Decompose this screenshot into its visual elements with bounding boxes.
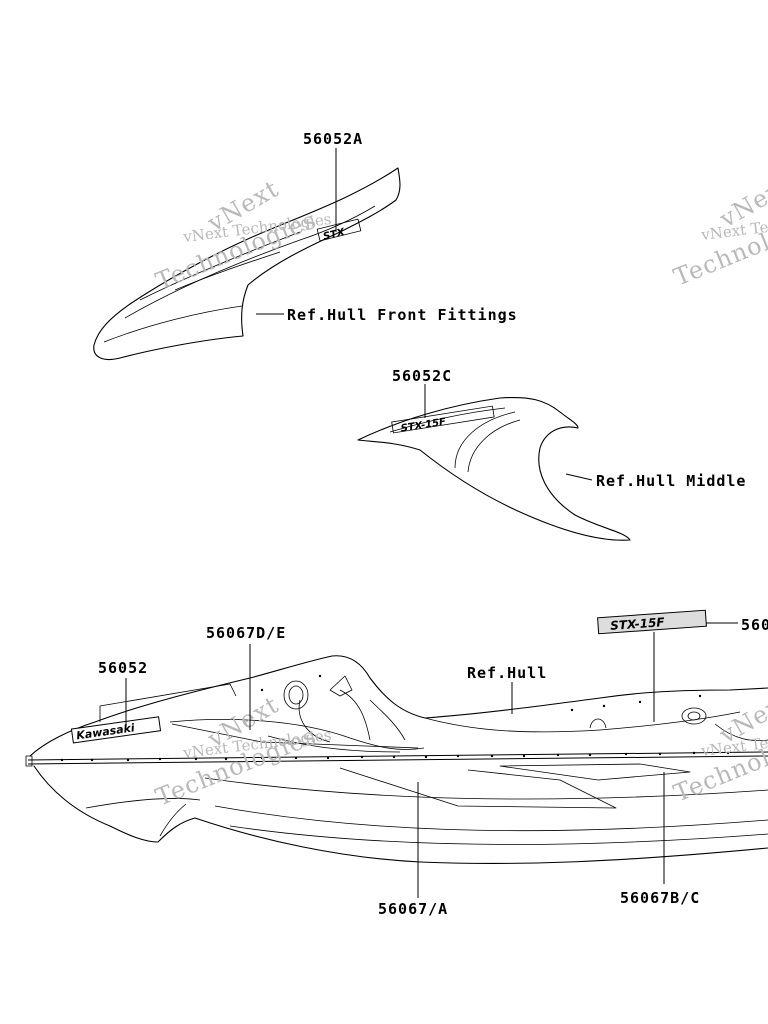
callout-56067A: 56067/A: [378, 900, 448, 918]
hull-middle-cover: STX-15F: [357, 397, 631, 541]
ref-hull: Ref.Hull: [467, 664, 547, 682]
callout-56052A: 56052A: [303, 130, 363, 148]
rail-rivets: [60, 674, 730, 762]
leader-lines: [125, 148, 738, 898]
stx-decal-text: STX-15F: [610, 615, 666, 633]
kawasaki-decal: Kawasaki: [70, 716, 162, 744]
callout-5606-cut: 5606: [741, 616, 768, 634]
ref-hull-middle: Ref.Hull Middle: [596, 472, 746, 490]
callout-56067BC: 56067B/C: [620, 889, 700, 907]
stx-decal: STX-15F: [597, 609, 707, 635]
kawasaki-decal-text: Kawasaki: [76, 721, 136, 742]
leader-ref-middle: [565, 473, 593, 481]
callout-56052C: 56052C: [392, 367, 452, 385]
stx-badge-small: STX: [322, 227, 347, 243]
callout-labels: 56052A Ref.Hull Front Fittings 56052C Re…: [98, 130, 768, 918]
ref-hull-front-fittings: Ref.Hull Front Fittings: [287, 306, 518, 324]
front-fittings-cover: STX: [93, 167, 401, 361]
callout-56067DE: 56067D/E: [206, 624, 286, 642]
main-hull: Kawasaki STX-15F: [25, 609, 768, 865]
callout-56052: 56052: [98, 659, 148, 677]
